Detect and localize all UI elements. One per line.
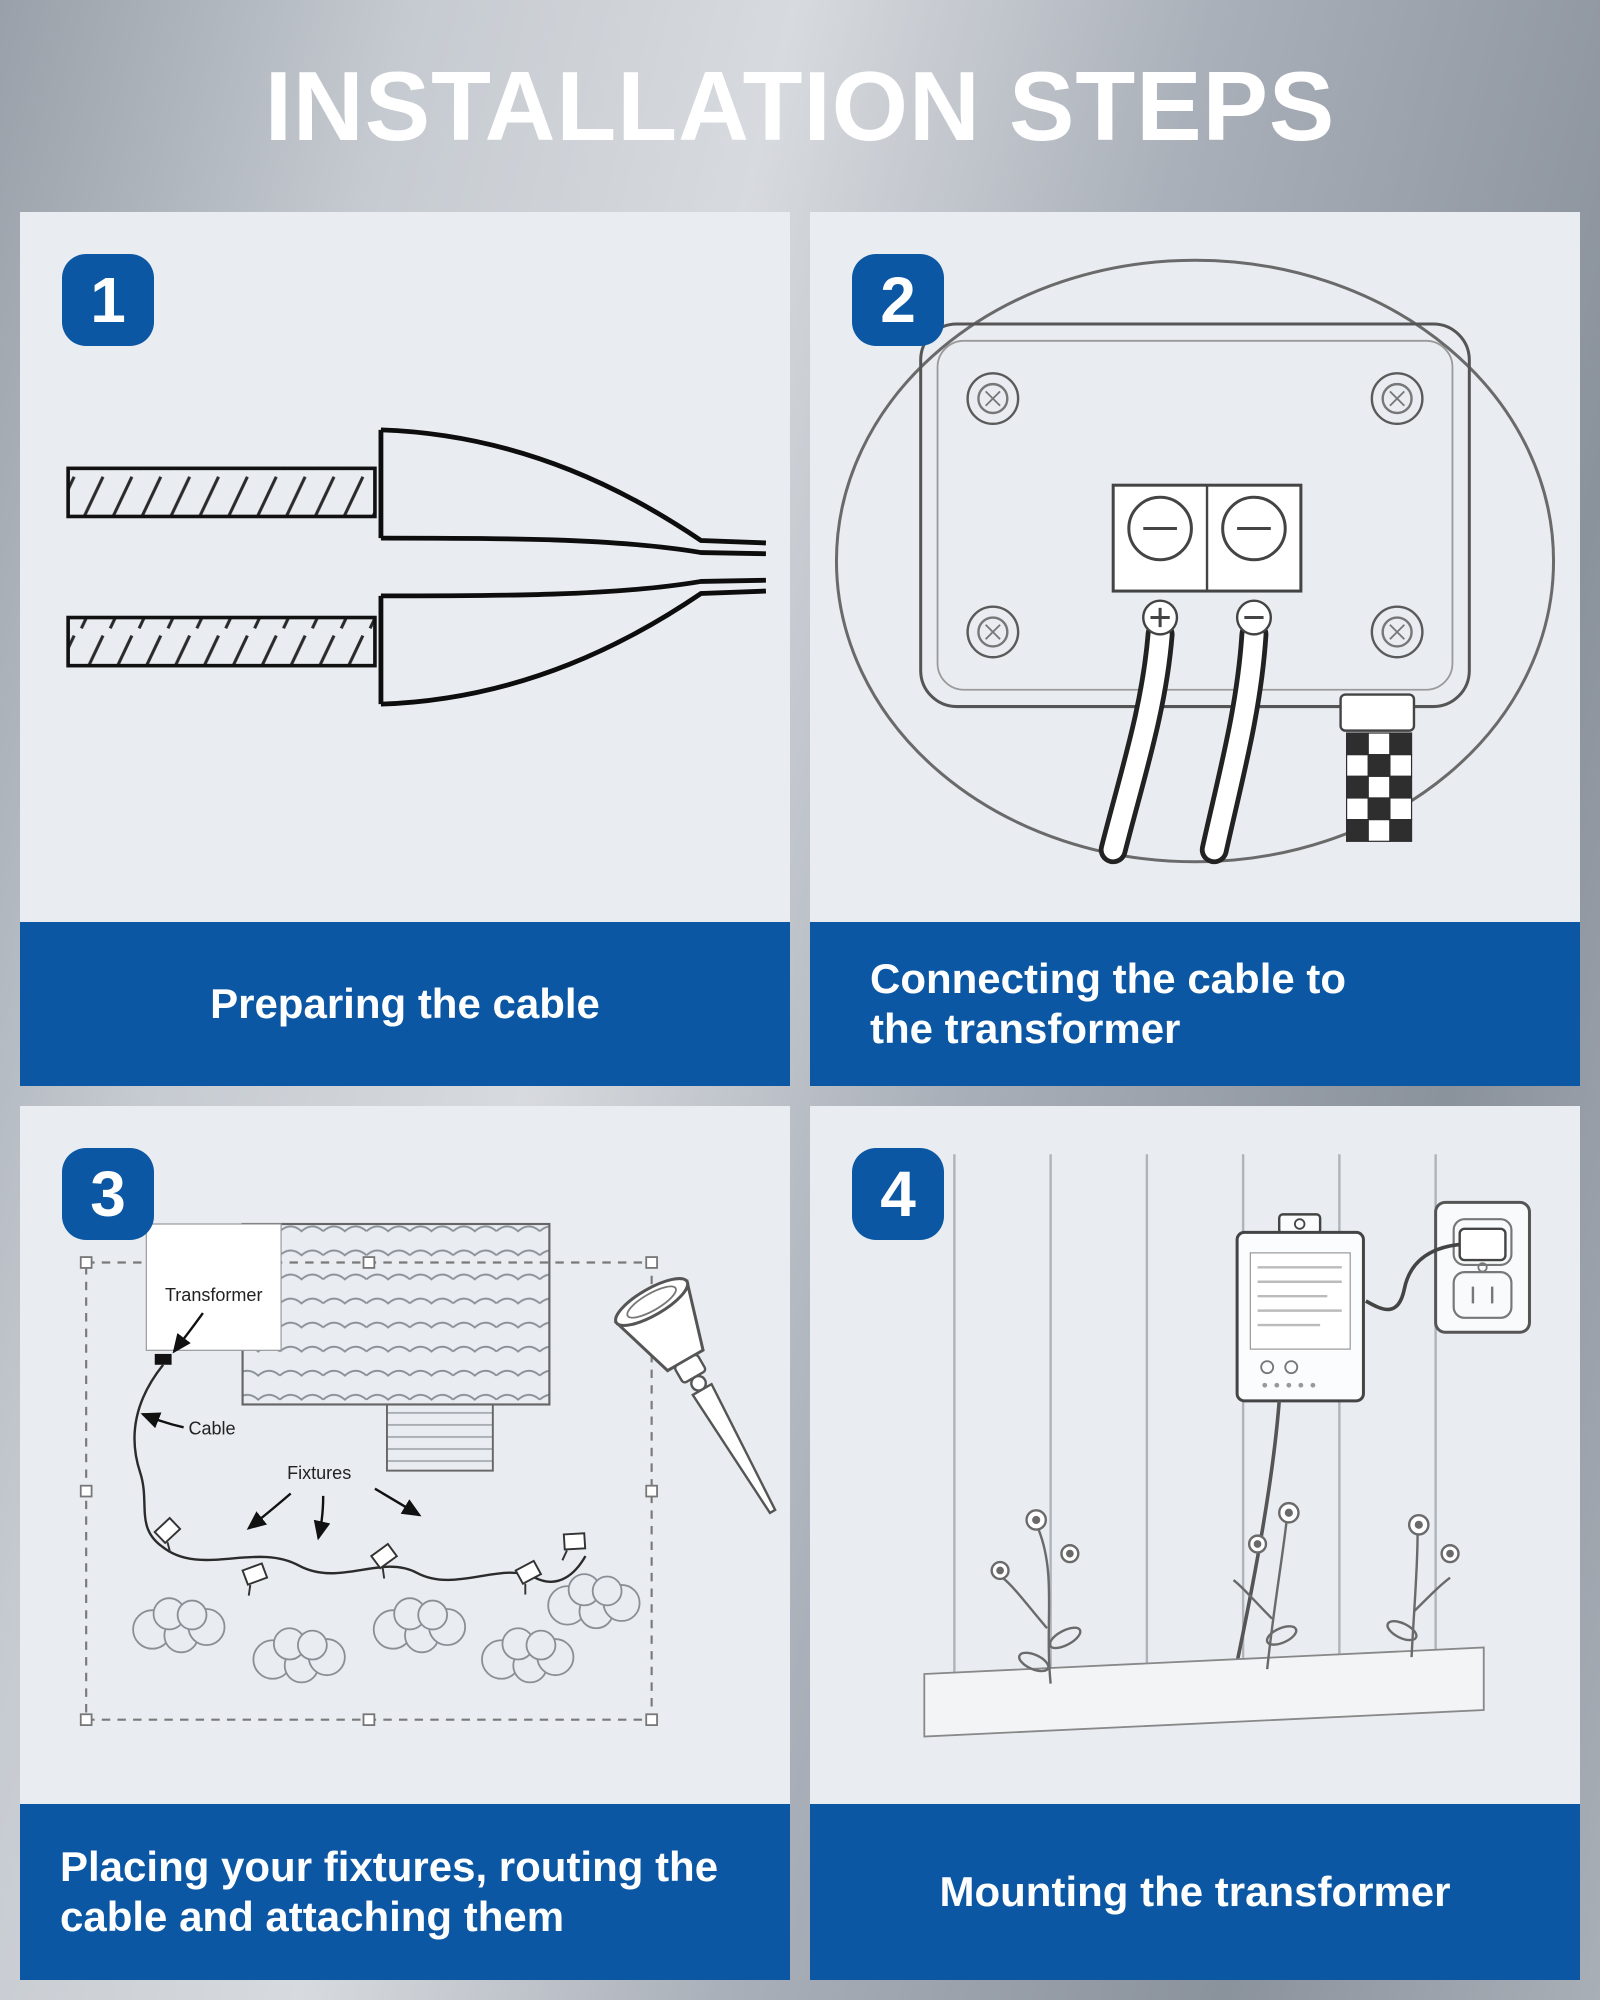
corner-screws xyxy=(966,372,1424,659)
transformer-symbol xyxy=(154,1353,172,1365)
polarity-marks xyxy=(1142,599,1272,636)
low-voltage-cable xyxy=(1235,1400,1282,1663)
step-2-illustration: 2 xyxy=(810,212,1580,922)
transformer-housing xyxy=(919,322,1471,709)
plants xyxy=(990,1501,1460,1684)
step-1-caption: Preparing the cable xyxy=(20,922,790,1086)
stripped-wire-top xyxy=(66,466,377,519)
step-3-badge: 3 xyxy=(62,1148,154,1240)
deck xyxy=(385,1403,494,1472)
step-4-caption: Mounting the transformer xyxy=(810,1804,1580,1980)
step-3-panel: 3 xyxy=(20,1106,790,1980)
transformer-label: Transformer xyxy=(165,1285,263,1305)
cable-label: Cable xyxy=(188,1419,235,1439)
page-title: INSTALLATION STEPS xyxy=(264,50,1336,161)
cable-jacket-split xyxy=(378,427,767,707)
house-roof xyxy=(241,1222,551,1472)
step-1-panel: 1 xyxy=(20,212,790,1086)
planter-board xyxy=(923,1646,1485,1738)
fixtures-label: Fixtures xyxy=(287,1463,351,1483)
wall-mount-illustration xyxy=(923,1154,1531,1738)
wall-outlet xyxy=(1434,1200,1531,1334)
power-cord-strain-relief xyxy=(1339,693,1416,842)
spotlight-fixture xyxy=(613,1277,777,1515)
cable-split-illustration xyxy=(66,427,767,707)
step-4-badge: 4 xyxy=(852,1148,944,1240)
cable-callout: Cable xyxy=(140,1412,236,1439)
wires-to-terminals xyxy=(1098,619,1269,865)
power-cord xyxy=(1364,1242,1460,1312)
step-3-caption: Placing your fixtures, routing the cable… xyxy=(20,1804,790,1980)
step-2-badge: 2 xyxy=(852,254,944,346)
fixtures-callout: Fixtures xyxy=(246,1463,422,1541)
terminal-block xyxy=(1111,483,1303,593)
transformer-terminals-illustration xyxy=(834,258,1556,865)
steps-grid: 1 xyxy=(20,212,1580,1980)
step-4-panel: 4 xyxy=(810,1106,1580,1980)
transformer-box xyxy=(1235,1213,1365,1403)
plus-icon xyxy=(1150,607,1170,628)
step-3-illustration: 3 xyxy=(20,1106,790,1804)
bushes xyxy=(132,1573,641,1684)
step-1-badge: 1 xyxy=(62,254,154,346)
step-1-illustration: 1 xyxy=(20,212,790,922)
magnifier-circle xyxy=(834,258,1556,864)
yard-plan-illustration: Transformer Cable Fixtures xyxy=(79,1222,777,1727)
step-2-caption: Connecting the cable to the transformer xyxy=(810,922,1580,1086)
fixture-symbols xyxy=(151,1515,592,1599)
step-2-panel: 2 xyxy=(810,212,1580,1086)
stripped-wire-bottom xyxy=(66,615,377,668)
ground-stake xyxy=(691,1382,777,1515)
transformer-callout: Transformer xyxy=(145,1223,282,1365)
step-4-illustration: 4 xyxy=(810,1106,1580,1804)
plug xyxy=(1458,1227,1507,1262)
